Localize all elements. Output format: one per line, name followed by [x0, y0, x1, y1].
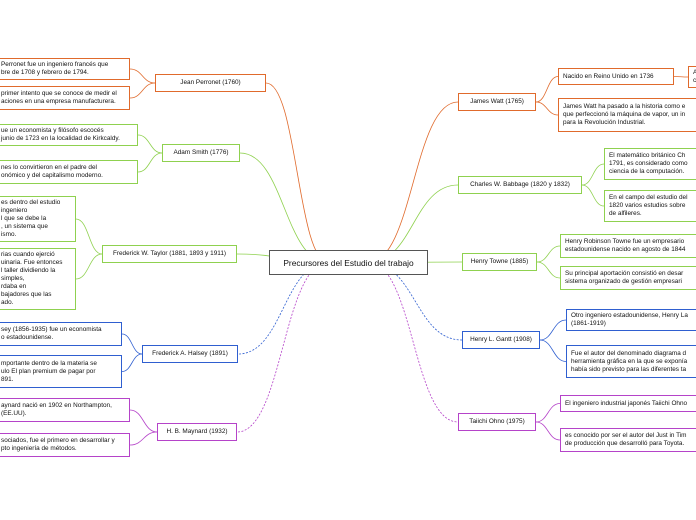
- connector-perronet-detail-1: [129, 68, 156, 84]
- connector-towne-detail-1: [536, 245, 561, 263]
- connector-maynard-detail-2: [129, 431, 158, 446]
- node-charles-babbage[interactable]: Charles W. Babbage (1820 y 1832): [458, 176, 582, 194]
- connector-ohno-detail-1: [535, 403, 561, 423]
- connector-ohno-detail-2: [535, 421, 561, 441]
- node-henry-gantt[interactable]: Henry L. Gantt (1908): [462, 331, 540, 349]
- connector-taylor-detail-1: [75, 218, 103, 255]
- node-adam-smith[interactable]: Adam Smith (1776): [162, 144, 240, 162]
- connector-watt-detail-2: [535, 101, 559, 116]
- detail-charles-babbage-2[interactable]: En el campo del estudio del 1820 varios …: [604, 190, 696, 222]
- node-james-watt[interactable]: James Watt (1765): [458, 93, 536, 111]
- detail-james-watt-2[interactable]: James Watt ha pasado a la historia como …: [558, 98, 696, 132]
- node-frederick-taylor[interactable]: Frederick W. Taylor (1881, 1893 y 1911): [102, 245, 237, 263]
- connector-root-halsey: [237, 262, 329, 355]
- detail-hb-maynard-2[interactable]: sociados, fue el primero en desarrollar …: [0, 433, 130, 457]
- connector-root-watt: [368, 101, 459, 263]
- connector-root-ohno: [368, 262, 459, 423]
- connector-babbage-detail-2: [581, 184, 605, 207]
- detail-frederick-halsey-2[interactable]: mportante dentro de la materia se ulo El…: [0, 355, 122, 388]
- detail-adam-smith-1[interactable]: ue un economista y filósofo escocés juni…: [0, 124, 138, 146]
- detail-taiichi-ohno-2[interactable]: es conocido por ser el autor del Just in…: [560, 428, 696, 452]
- connector-halsey-detail-2: [121, 353, 143, 372]
- connector-halsey-detail-1: [121, 333, 143, 355]
- detail-charles-babbage-1[interactable]: El matemático británico Ch 1791, es cons…: [604, 148, 696, 180]
- detail-taiichi-ohno-1[interactable]: El ingeniero industrial japonés Taiichi …: [560, 395, 696, 412]
- connector-towne-detail-2: [536, 261, 561, 279]
- connector-watt-detail-1: [535, 76, 559, 103]
- detail-frederick-halsey-1[interactable]: sey (1856-1935) fue un economista o esta…: [0, 322, 122, 346]
- detail-jean-perronet-2[interactable]: primer intento que se conoce de medir el…: [0, 86, 130, 110]
- detail-frederick-taylor-1[interactable]: es dentro del estudio ingeniero l que se…: [0, 196, 76, 242]
- connector-smith-detail-1: [137, 134, 163, 154]
- detail-hb-maynard-1[interactable]: aynard nació en 1902 en Northampton, (EE…: [0, 398, 130, 422]
- detail-adam-smith-2[interactable]: nes lo convirtieron en el padre del onóm…: [0, 160, 138, 184]
- detail-frederick-taylor-2[interactable]: rias cuando ejerció uinaria. Fue entonce…: [0, 248, 76, 310]
- central-topic[interactable]: Precursores del Estudio del trabajo: [269, 250, 428, 275]
- connector-taylor-detail-2: [75, 253, 103, 280]
- connector-gantt-detail-1: [539, 319, 567, 341]
- detail-henry-towne-1[interactable]: Henry Robinson Towne fue un empresario e…: [560, 234, 696, 258]
- node-henry-towne[interactable]: Henry Towne (1885): [462, 253, 537, 271]
- connector-watt-sub: [673, 76, 689, 78]
- node-hb-maynard[interactable]: H. B. Maynard (1932): [157, 423, 237, 441]
- node-frederick-halsey[interactable]: Frederick A. Halsey (1891): [142, 345, 238, 363]
- connector-maynard-detail-1: [129, 409, 158, 433]
- connector-root-maynard: [236, 262, 329, 433]
- detail-james-watt-1[interactable]: Nacido en Reino Unido en 1736: [558, 68, 674, 85]
- connector-gantt-detail-2: [539, 339, 567, 362]
- connector-babbage-detail-1: [581, 163, 605, 186]
- detail-henry-towne-2[interactable]: Su principal aportación consistió en des…: [560, 266, 696, 290]
- node-jean-perronet[interactable]: Jean Perronet (1760): [155, 74, 266, 92]
- detail-jean-perronet-1[interactable]: Perronet fue un ingeniero francés que br…: [0, 58, 130, 80]
- detail-james-watt-sub[interactable]: A c: [688, 66, 696, 88]
- connector-smith-detail-2: [137, 152, 163, 173]
- connector-root-smith: [239, 152, 329, 263]
- detail-henry-gantt-2[interactable]: Fue el autor del denominado diagrama d h…: [566, 345, 696, 378]
- detail-henry-gantt-1[interactable]: Otro ingeniero estadounidense, Henry La …: [566, 309, 696, 331]
- connector-root-perronet: [265, 82, 329, 263]
- node-taiichi-ohno[interactable]: Taiichi Ohno (1975): [458, 413, 536, 431]
- connector-perronet-detail-2: [129, 82, 156, 99]
